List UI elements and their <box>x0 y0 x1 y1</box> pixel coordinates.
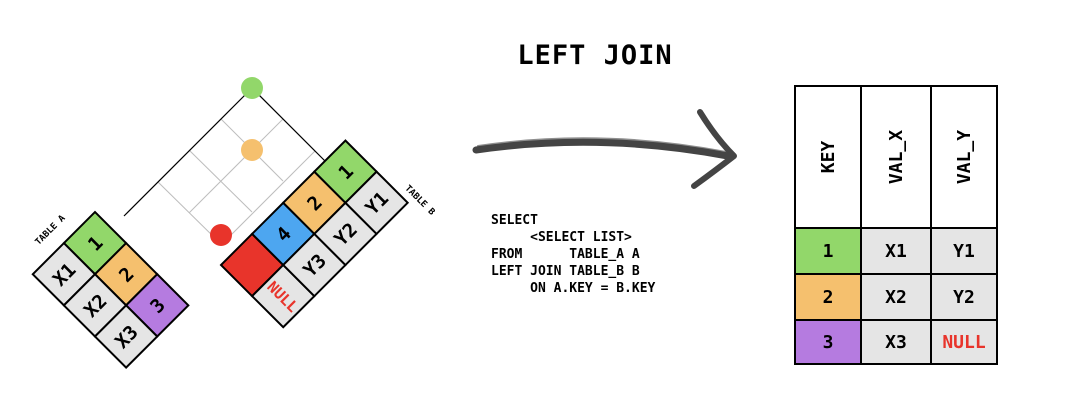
result-header-key: KEY <box>818 141 839 174</box>
result-val-y-3 <box>930 319 998 365</box>
table-a: 1 2 3 X1 X2 X3 <box>31 210 190 369</box>
result-val-x-2-label: X2 <box>885 287 907 308</box>
match-dot-2 <box>241 139 263 161</box>
match-dot-1 <box>241 77 263 99</box>
result-key-3 <box>794 319 862 365</box>
result-val-x-1-label: X1 <box>885 241 907 262</box>
sql-query: SELECT <SELECT LIST> FROM TABLE_A A LEFT J… <box>491 212 655 297</box>
result-val-x-3-label: X3 <box>885 332 907 353</box>
sql-line: FROM TABLE_A A <box>491 247 640 262</box>
result-key-3-label: 3 <box>823 332 834 353</box>
result-key-1 <box>794 227 862 275</box>
table-b-label: TABLE B <box>402 184 436 218</box>
result-header-val-x: VAL_X <box>886 130 907 184</box>
table-a-label: TABLE A <box>34 213 68 247</box>
table-b-val-1 <box>344 170 410 236</box>
match-dot-null <box>210 224 232 246</box>
result-val-y-2 <box>930 273 998 321</box>
result-header-val-y: VAL_Y <box>954 130 975 184</box>
arrow-icon <box>472 109 737 189</box>
sql-line: <SELECT LIST> <box>491 230 632 245</box>
sql-line: ON A.KEY = B.KEY <box>491 281 656 296</box>
table-a-val-3 <box>93 303 159 369</box>
sql-line: LEFT JOIN TABLE_B B <box>491 264 640 279</box>
result-val-x-3 <box>860 319 932 365</box>
result-val-y-1-label: Y1 <box>953 241 975 262</box>
result-val-y-2-label: Y2 <box>953 287 975 308</box>
table-b: 4 2 1 NULL Y3 Y2 Y1 <box>219 139 410 329</box>
result-key-1-label: 1 <box>823 241 834 262</box>
result-val-x-2 <box>860 273 932 321</box>
result-key-2-label: 2 <box>823 287 834 308</box>
result-val-y-3-label: NULL <box>942 332 986 353</box>
result-table: KEY VAL_X VAL_Y 1 X1 Y1 2 X2 Y2 3 X3 NUL… <box>794 85 998 365</box>
sql-line: SELECT <box>491 213 538 228</box>
diagram-title: LEFT JOIN <box>517 40 673 71</box>
